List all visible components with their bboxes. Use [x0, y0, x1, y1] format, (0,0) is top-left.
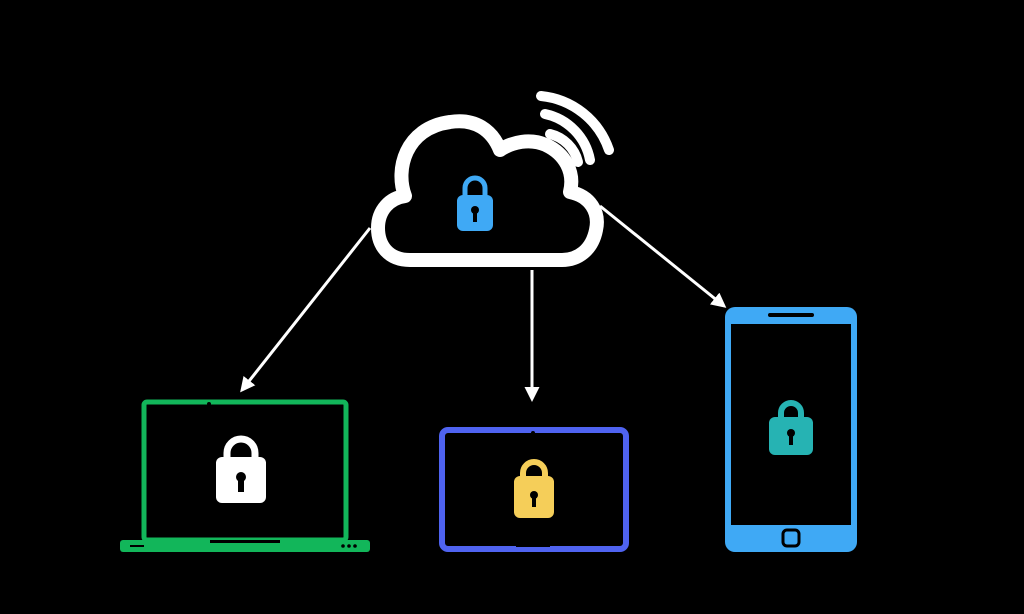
phone-node: [725, 307, 857, 552]
laptop-indicator-1: [341, 544, 345, 548]
tablet-bar: [516, 544, 550, 547]
cloud-padlock-icon: [457, 175, 493, 231]
laptop-indicator-3: [353, 544, 357, 548]
cloud-node: [371, 91, 614, 267]
laptop-camera: [207, 402, 211, 406]
wifi-arc-middle: [540, 109, 595, 165]
laptop-indicator-2: [347, 544, 351, 548]
tablet-camera: [531, 431, 535, 435]
wifi-icon: [536, 91, 614, 167]
phone-home-button-icon: [781, 528, 801, 548]
laptop-base: [120, 540, 370, 552]
cloud-icon: [371, 114, 604, 267]
wifi-arc-outer: [536, 91, 614, 155]
wifi-arc-inner: [545, 129, 583, 167]
phone-padlock-icon: [769, 400, 813, 455]
tablet-node: [439, 427, 629, 552]
laptop-touchpad-notch: [210, 540, 280, 543]
laptop-node: [120, 399, 370, 552]
tablet-body: [439, 427, 629, 552]
arrow-cloud-to-laptop: [240, 227, 372, 393]
phone-speaker: [768, 313, 814, 317]
tablet-padlock-icon: [514, 459, 554, 518]
laptop-padlock-icon: [216, 435, 266, 503]
arrow-cloud-to-phone: [599, 204, 727, 308]
arrows: [240, 204, 727, 402]
laptop-slot: [130, 545, 144, 547]
